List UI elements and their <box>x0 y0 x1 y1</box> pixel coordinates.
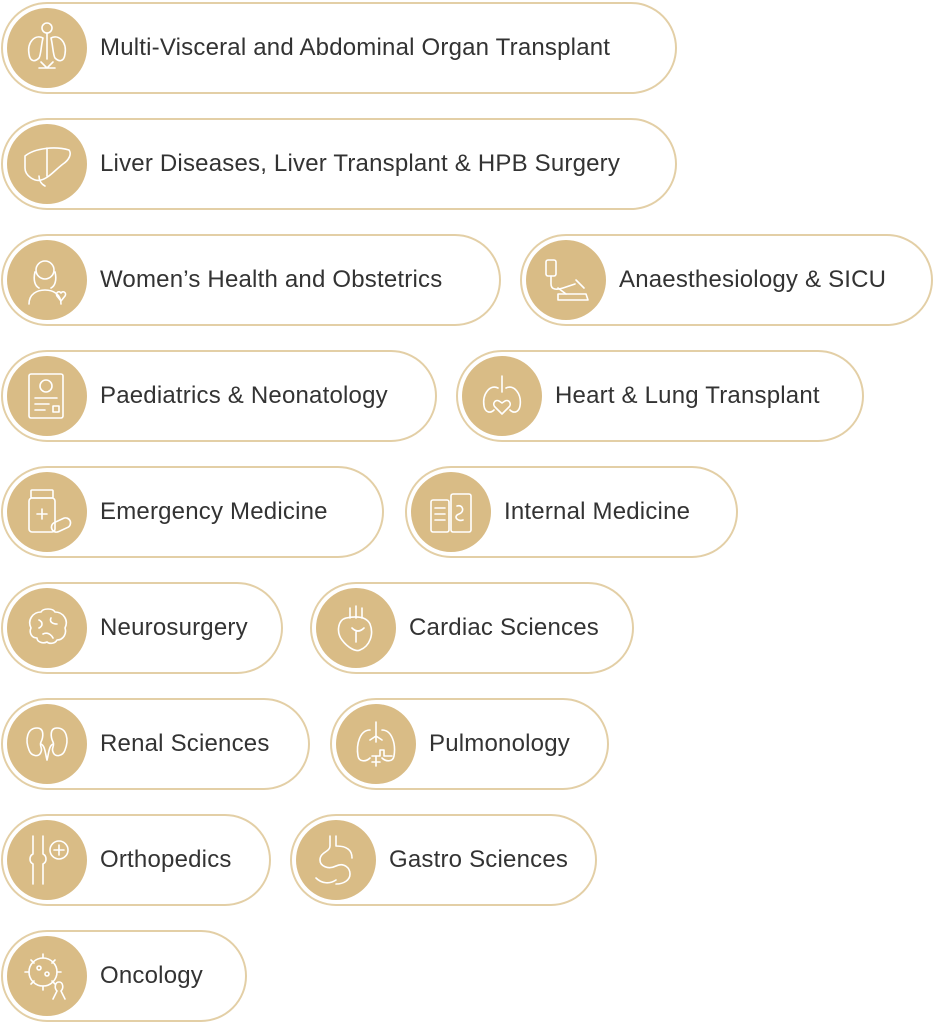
specialty-label: Internal Medicine <box>504 498 691 525</box>
specialty-multi-visceral-transplant[interactable]: Multi-Visceral and Abdominal Organ Trans… <box>1 2 677 94</box>
specialty-emergency-medicine[interactable]: Emergency Medicine <box>1 466 384 558</box>
specialty-label: Multi-Visceral and Abdominal Organ Trans… <box>100 34 611 61</box>
specialty-label: Paediatrics & Neonatology <box>100 382 388 409</box>
specialty-anaesthesiology[interactable]: Anaesthesiology & SICU <box>520 234 933 326</box>
organs-icon <box>7 8 87 88</box>
lungs-icon <box>336 704 416 784</box>
specialty-label: Liver Diseases, Liver Transplant & HPB S… <box>100 150 621 177</box>
specialty-label: Anaesthesiology & SICU <box>619 266 887 293</box>
specialty-womens-health[interactable]: Women’s Health and Obstetrics <box>1 234 501 326</box>
specialty-label: Oncology <box>100 962 203 989</box>
anatomical-heart-icon <box>316 588 396 668</box>
knee-bone-icon <box>7 820 87 900</box>
specialty-gastro-sciences[interactable]: Gastro Sciences <box>290 814 597 906</box>
heart-lung-icon <box>462 356 542 436</box>
specialty-pulmonology[interactable]: Pulmonology <box>330 698 609 790</box>
specialty-orthopedics[interactable]: Orthopedics <box>1 814 271 906</box>
specialty-renal-sciences[interactable]: Renal Sciences <box>1 698 310 790</box>
specialty-paediatrics[interactable]: Paediatrics & Neonatology <box>1 350 437 442</box>
specialty-label: Emergency Medicine <box>100 498 328 525</box>
specialty-label: Women’s Health and Obstetrics <box>100 266 443 293</box>
specialty-label: Gastro Sciences <box>389 846 569 873</box>
liver-icon <box>7 124 87 204</box>
kidneys-icon <box>7 704 87 784</box>
specialty-label: Pulmonology <box>429 730 570 757</box>
medicine-box-icon <box>411 472 491 552</box>
cancer-ribbon-icon <box>7 936 87 1016</box>
specialty-heart-lung-transplant[interactable]: Heart & Lung Transplant <box>456 350 864 442</box>
iv-drip-icon <box>526 240 606 320</box>
specialty-liver[interactable]: Liver Diseases, Liver Transplant & HPB S… <box>1 118 677 210</box>
stomach-icon <box>296 820 376 900</box>
specialty-cardiac-sciences[interactable]: Cardiac Sciences <box>310 582 634 674</box>
medicine-bottle-icon <box>7 472 87 552</box>
woman-heart-icon <box>7 240 87 320</box>
brain-icon <box>7 588 87 668</box>
specialty-internal-medicine[interactable]: Internal Medicine <box>405 466 738 558</box>
specialty-label: Renal Sciences <box>100 730 270 757</box>
baby-chart-icon <box>7 356 87 436</box>
specialty-oncology[interactable]: Oncology <box>1 930 247 1022</box>
specialty-label: Cardiac Sciences <box>409 614 599 641</box>
specialty-label: Orthopedics <box>100 846 232 873</box>
specialty-label: Heart & Lung Transplant <box>555 382 820 409</box>
specialty-neurosurgery[interactable]: Neurosurgery <box>1 582 283 674</box>
specialty-label: Neurosurgery <box>100 614 248 641</box>
